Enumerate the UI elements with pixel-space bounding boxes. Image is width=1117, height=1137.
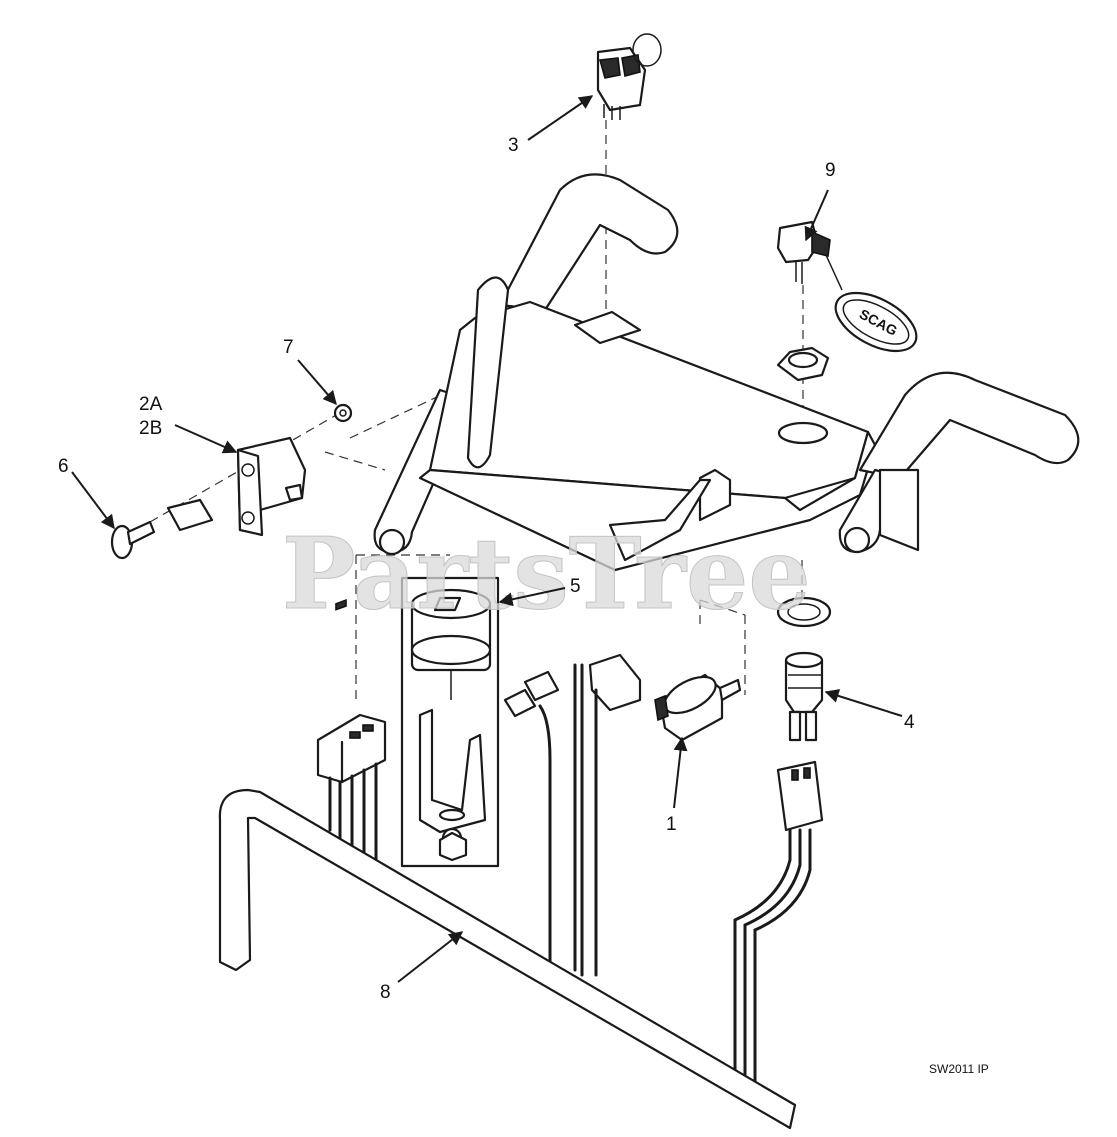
ignition-key-part-9: SCAG — [776, 220, 918, 382]
switch-part-4 — [733, 596, 832, 1092]
control-panel-frame — [373, 173, 1080, 572]
callout-6: 6 — [58, 456, 69, 477]
switch-part-3 — [596, 33, 662, 120]
callout-1: 1 — [666, 814, 677, 835]
nut-part-7 — [333, 403, 353, 423]
callout-2b: 2B — [139, 418, 162, 439]
callout-labels: 3 9 7 2A 2B 6 5 4 1 8 — [58, 135, 915, 1003]
screw-part-6 — [110, 520, 156, 560]
callout-9: 9 — [825, 160, 836, 181]
watermark: PartsTree — [282, 517, 811, 632]
leader-arrows — [71, 95, 903, 983]
callout-2a: 2A — [139, 394, 163, 415]
switch-part-1 — [654, 673, 742, 742]
hour-meter-part-5 — [400, 576, 500, 868]
callout-7: 7 — [283, 337, 294, 358]
wire-connectors-middle — [503, 653, 642, 977]
callout-8: 8 — [380, 982, 391, 1003]
callout-3: 3 — [508, 135, 519, 156]
callout-4: 4 — [904, 712, 915, 733]
harness-part-8 — [218, 788, 797, 1130]
drawing-credit: SW2011 IP — [929, 1062, 989, 1076]
bracket-part-2 — [166, 436, 307, 537]
connector-left — [316, 598, 387, 864]
callout-5: 5 — [570, 576, 581, 597]
